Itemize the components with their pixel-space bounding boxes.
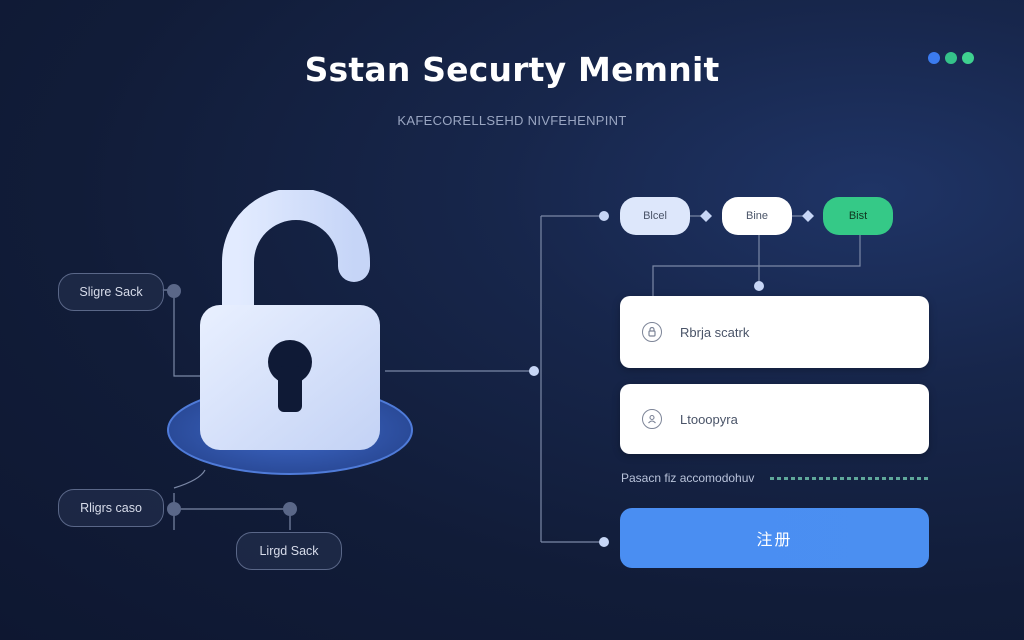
username-placeholder: Ltooopyra bbox=[680, 411, 738, 427]
step-2[interactable]: Bine bbox=[722, 197, 792, 235]
step-label: Bist bbox=[848, 210, 868, 222]
password-field[interactable]: Rbrja scatrk bbox=[620, 296, 929, 368]
tag-label: Sligre Sack bbox=[79, 285, 143, 299]
window-controls bbox=[928, 52, 974, 64]
unlocked-padlock-icon bbox=[167, 190, 413, 475]
lock-icon bbox=[642, 322, 662, 342]
green-dot-2-icon[interactable] bbox=[962, 52, 974, 64]
step-label: Bine bbox=[745, 210, 769, 222]
progress-indicator bbox=[770, 477, 930, 480]
rligrs-caso-tag[interactable]: Rligrs caso bbox=[58, 489, 164, 527]
sligre-sack-tag[interactable]: Sligre Sack bbox=[58, 273, 164, 311]
username-field[interactable]: Ltooopyra bbox=[620, 384, 929, 454]
step-label: Blcel bbox=[643, 210, 667, 222]
blue-dot-icon[interactable] bbox=[928, 52, 940, 64]
page-title: Sstan Securty Memnit bbox=[304, 50, 720, 89]
tag-label: Rligrs caso bbox=[80, 501, 142, 515]
green-dot-icon[interactable] bbox=[945, 52, 957, 64]
form-hint: Pasacn fiz accomodohuv bbox=[621, 471, 755, 485]
step-1[interactable]: Blcel bbox=[620, 197, 690, 235]
page-subtitle: KAFECORELLSEHD NIVFEHENPINT bbox=[397, 113, 627, 128]
password-placeholder: Rbrja scatrk bbox=[680, 324, 750, 340]
user-icon bbox=[642, 409, 662, 429]
register-button[interactable]: 注册 bbox=[620, 508, 929, 568]
register-button-label: 注册 bbox=[756, 530, 793, 549]
tag-label: Lirgd Sack bbox=[259, 544, 319, 558]
lirgd-sack-tag[interactable]: Lirgd Sack bbox=[236, 532, 342, 570]
step-3[interactable]: Bist bbox=[823, 197, 893, 235]
